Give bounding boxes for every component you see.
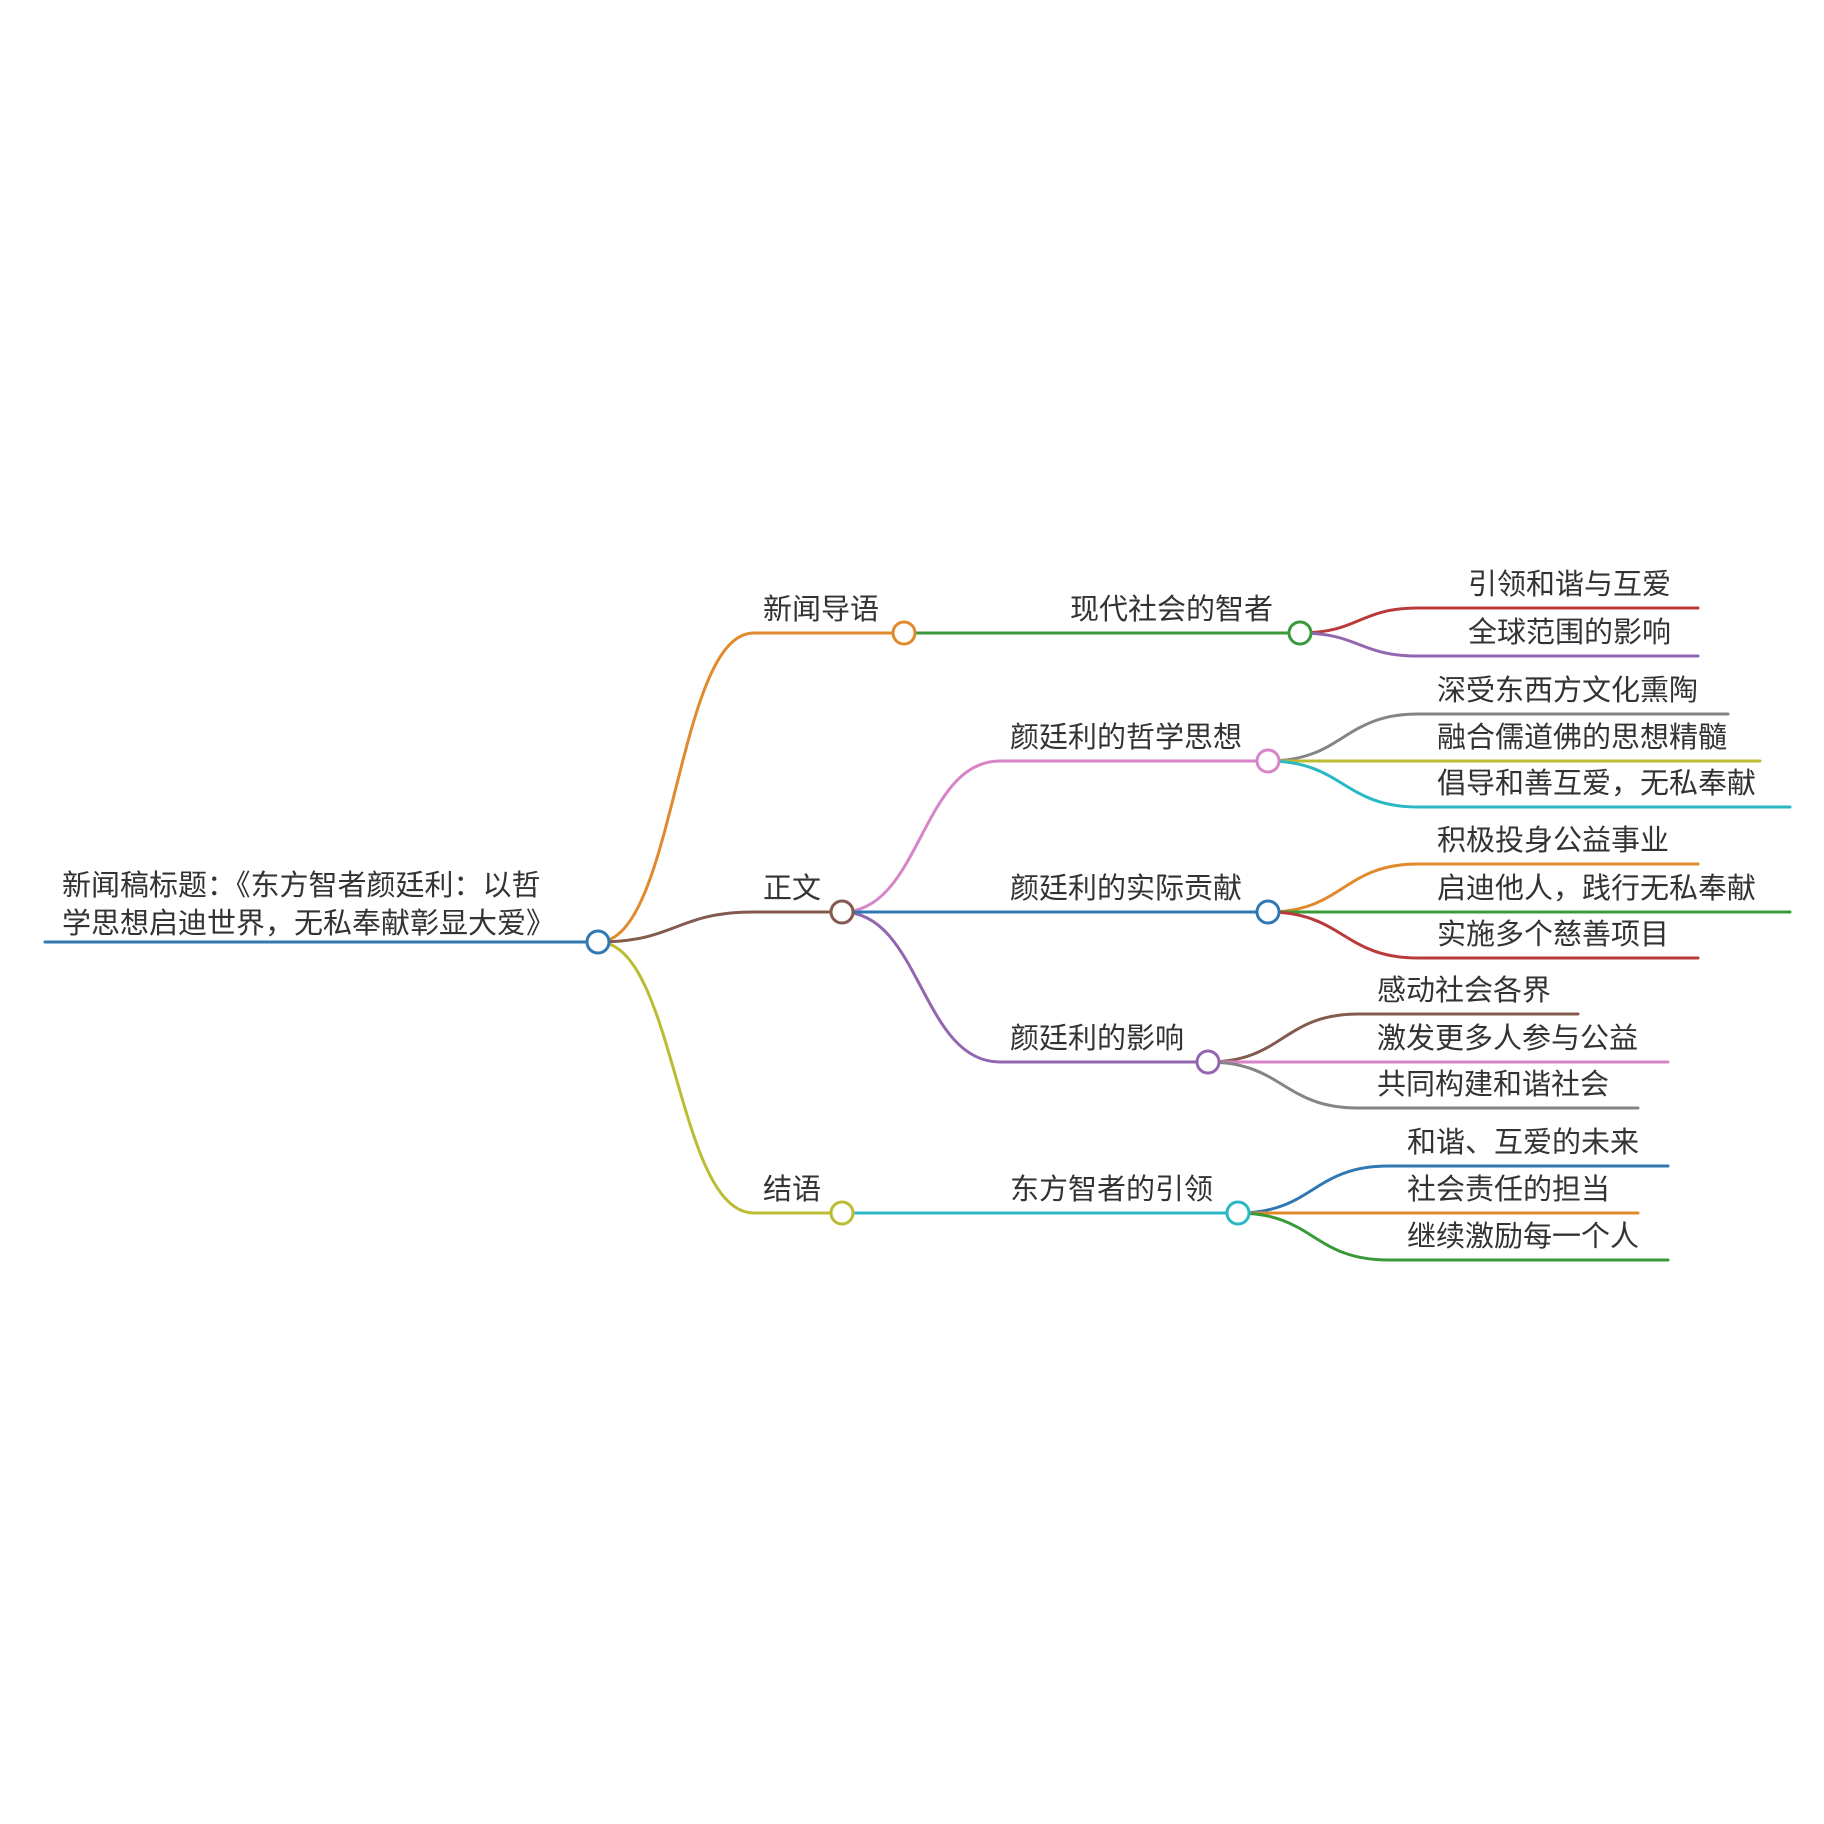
edge-branch-1-to-topic-2	[840, 910, 1002, 1064]
branch-node-1[interactable]	[829, 899, 855, 925]
leaf-label-1-0-0: 深受东西方文化熏陶	[1437, 673, 1698, 707]
leaf-label-1-0-1: 融合儒道佛的思想精髓	[1437, 720, 1727, 754]
topic-label-1-2: 颜廷利的影响	[1010, 1021, 1184, 1055]
root-title-line-1: 新闻稿标题：《东方智者颜廷利：以哲	[62, 868, 541, 902]
edge-topic-2-0-to-leaf-2	[1236, 1211, 1390, 1262]
edge-branch-1-to-topic-0	[840, 759, 1002, 914]
leaf-label-1-1-1: 启迪他人，践行无私奉献	[1437, 871, 1756, 905]
edge-topic-2-0-to-leaf-0	[1236, 1164, 1390, 1215]
topic-label-2-0: 东方智者的引领	[1010, 1172, 1213, 1206]
leaf-label-2-0-1: 社会责任的担当	[1407, 1172, 1610, 1206]
leaf-label-0-0-0: 引领和谐与互爱	[1468, 567, 1671, 601]
leaf-label-1-2-1: 激发更多人参与公益	[1377, 1021, 1638, 1055]
root-node[interactable]	[585, 929, 611, 955]
edge-topic-1-1-to-leaf-0	[1266, 862, 1420, 914]
root-title-line-2: 学思想启迪世界，无私奉献彰显大爱》	[62, 906, 555, 940]
mindmap-edges	[596, 606, 1420, 1262]
edge-topic-1-1-to-leaf-2	[1266, 910, 1420, 960]
topic-node-1-1[interactable]	[1255, 899, 1281, 925]
leaf-label-1-0-2: 倡导和善互爱，无私奉献	[1437, 766, 1756, 800]
topic-node-1-0[interactable]	[1255, 748, 1281, 774]
edge-topic-1-0-to-leaf-0	[1266, 712, 1420, 763]
branch-label-2: 结语	[763, 1172, 821, 1206]
topic-node-0-0[interactable]	[1287, 620, 1313, 646]
branch-label-1: 正文	[763, 871, 821, 905]
edge-root-to-branch-2	[596, 940, 756, 1215]
edge-topic-1-2-to-leaf-2	[1206, 1060, 1360, 1110]
mindmap-underlines	[43, 606, 1792, 1262]
mindmap-dots	[585, 620, 1313, 1226]
topic-node-1-2[interactable]	[1195, 1049, 1221, 1075]
leaf-label-2-0-2: 继续激励每一个人	[1407, 1219, 1639, 1253]
edge-root-to-branch-0	[596, 631, 756, 944]
edge-topic-1-0-to-leaf-2	[1266, 759, 1420, 809]
edge-topic-0-0-to-leaf-1	[1298, 631, 1420, 658]
branch-node-2[interactable]	[829, 1200, 855, 1226]
branch-label-0: 新闻导语	[763, 592, 879, 626]
edge-topic-0-0-to-leaf-0	[1298, 606, 1420, 635]
leaf-label-1-2-2: 共同构建和谐社会	[1377, 1067, 1609, 1101]
leaf-label-1-1-2: 实施多个慈善项目	[1437, 917, 1669, 951]
topic-node-2-0[interactable]	[1225, 1200, 1251, 1226]
topic-label-1-0: 颜廷利的哲学思想	[1010, 720, 1242, 754]
edge-root-to-branch-1	[596, 910, 756, 944]
leaf-label-0-0-1: 全球范围的影响	[1468, 615, 1671, 649]
topic-label-0-0: 现代社会的智者	[1070, 592, 1273, 626]
leaf-label-1-2-0: 感动社会各界	[1377, 973, 1551, 1007]
topic-label-1-1: 颜廷利的实际贡献	[1010, 871, 1242, 905]
branch-node-0[interactable]	[891, 620, 917, 646]
leaf-label-1-1-0: 积极投身公益事业	[1437, 823, 1669, 857]
leaf-label-2-0-0: 和谐、互爱的未来	[1407, 1125, 1639, 1159]
edge-topic-1-2-to-leaf-0	[1206, 1012, 1360, 1064]
